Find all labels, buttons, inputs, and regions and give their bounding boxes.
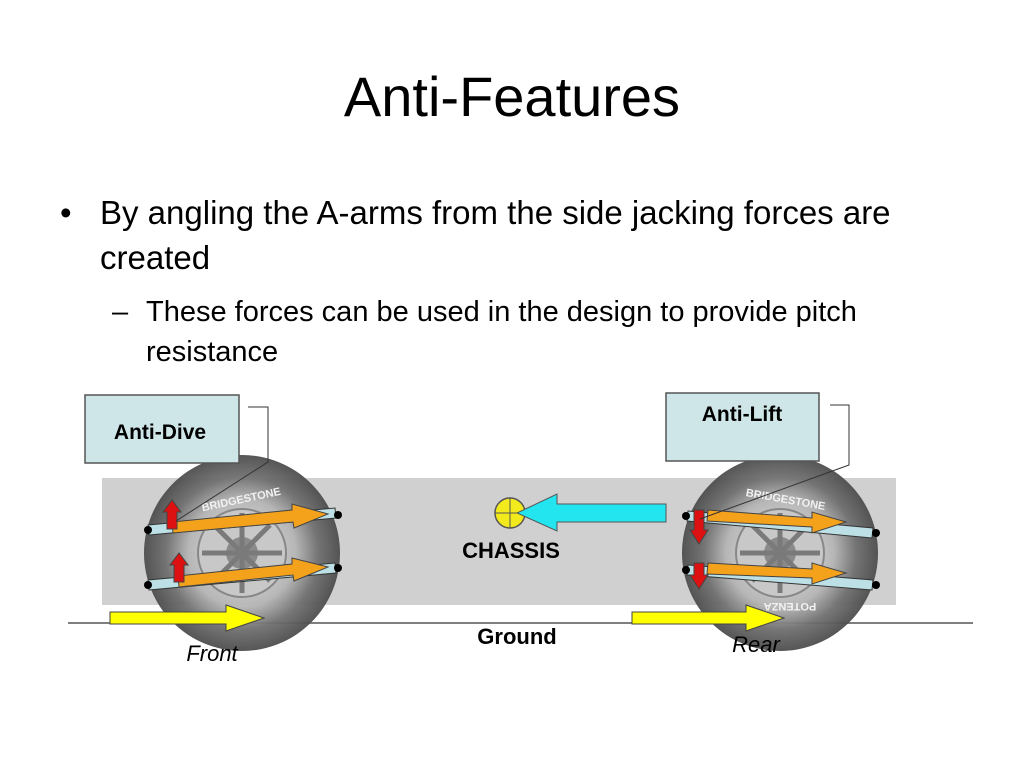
bullet-text: By angling the A-arms from the side jack… — [100, 194, 891, 276]
rear-lower-force-arrow — [706, 562, 848, 585]
rear-label: Rear — [732, 632, 781, 657]
anti-lift-leader — [699, 404, 850, 520]
rear-lower-jacking-arrow — [689, 562, 709, 590]
rear-motion-arrow — [631, 604, 786, 632]
front-upper-force-arrow — [171, 503, 330, 534]
rear-tire-model: POTENZA — [764, 600, 817, 612]
rear-upper-force-arrow — [706, 509, 848, 534]
sub-bullet-text: These forces can be used in the design t… — [146, 296, 857, 368]
front-lower-force-arrow — [177, 557, 330, 588]
ground-label: Ground — [477, 624, 556, 649]
chassis-label: CHASSIS — [462, 538, 560, 563]
rear-upper-jacking-arrow — [689, 509, 709, 545]
front-motion-arrow — [109, 604, 266, 632]
rear-tire: BRIDGESTONE POTENZA — [682, 455, 878, 651]
anti-dive-leader — [175, 406, 269, 522]
slide-title: Anti-Features — [343, 65, 681, 128]
front-upper-jacking-arrow — [162, 499, 182, 530]
inertia-arrow — [515, 493, 667, 532]
anti-lift-label: Anti-Lift — [702, 403, 782, 426]
center-of-gravity-icon — [494, 497, 526, 529]
front-lower-jacking-arrow — [169, 552, 189, 583]
bullet-marker: • — [60, 194, 72, 231]
anti-dive-label: Anti-Dive — [114, 421, 206, 444]
anti-dive-callout — [84, 394, 240, 464]
front-label: Front — [186, 641, 238, 666]
sub-bullet-marker: – — [112, 296, 129, 328]
anti-lift-callout — [665, 392, 820, 462]
